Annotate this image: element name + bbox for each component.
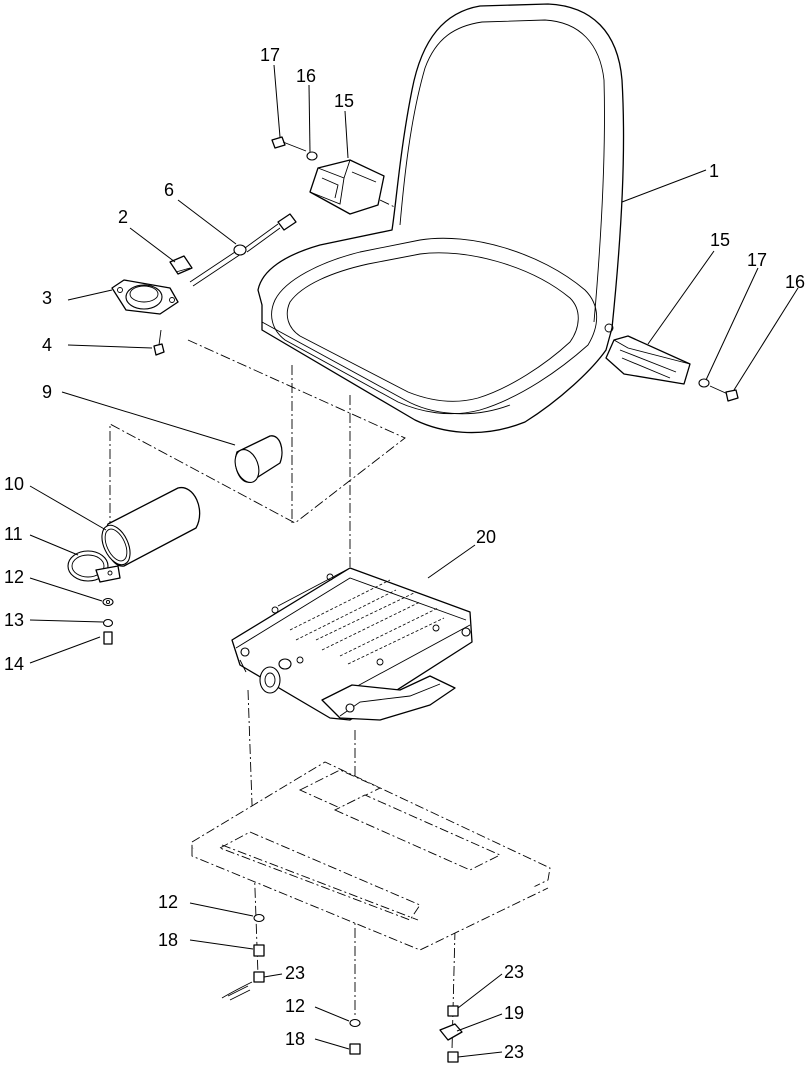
- callout-12-b: 12: [158, 892, 178, 912]
- callout-23-a: 23: [285, 963, 305, 983]
- clamp-hardware: [102, 597, 114, 645]
- wire-harness: [189, 213, 297, 287]
- callout-16-b: 16: [785, 272, 805, 292]
- callout-leaders: [29, 64, 799, 1058]
- callout-9: 9: [42, 382, 52, 402]
- callout-19: 19: [504, 1003, 524, 1023]
- callout-13: 13: [4, 610, 24, 630]
- callout-14: 14: [4, 654, 24, 674]
- callout-3: 3: [42, 288, 52, 308]
- callout-16-a: 16: [296, 66, 316, 86]
- callout-15-a: 15: [334, 91, 354, 111]
- bracket-left: [309, 159, 385, 215]
- suspension: [231, 567, 473, 721]
- callout-6: 6: [164, 180, 174, 200]
- plug: [169, 255, 193, 275]
- callout-2: 2: [118, 207, 128, 227]
- callout-1: 1: [709, 161, 719, 181]
- callout-17-b: 17: [747, 250, 767, 270]
- seat-switch: [111, 279, 179, 315]
- clamp: [67, 550, 121, 583]
- seat: [257, 3, 625, 434]
- tube: [101, 487, 201, 567]
- cup: [234, 435, 283, 483]
- callout-20: 20: [476, 527, 496, 547]
- seat-bolts: [271, 136, 739, 402]
- callout-23-c: 23: [504, 1042, 524, 1062]
- callout-17-a: 17: [260, 45, 280, 65]
- callout-10: 10: [4, 474, 24, 494]
- callout-18-b: 18: [285, 1029, 305, 1049]
- base-hardware: [221, 913, 463, 1063]
- callout-23-b: 23: [504, 962, 524, 982]
- callout-11: 11: [4, 524, 23, 544]
- bracket-right: [605, 335, 691, 385]
- callout-labels: 1 2 3 4 6 9 10 11 12 13 14 15 16 17 15 1…: [4, 45, 805, 1062]
- callout-12-c: 12: [285, 996, 305, 1016]
- callout-4: 4: [42, 335, 52, 355]
- callout-12-a: 12: [4, 567, 24, 587]
- suspension-slots: [289, 579, 445, 665]
- callout-18-a: 18: [158, 930, 178, 950]
- callout-15-b: 15: [710, 230, 730, 250]
- screw: [153, 329, 165, 356]
- base-plate: [191, 761, 551, 951]
